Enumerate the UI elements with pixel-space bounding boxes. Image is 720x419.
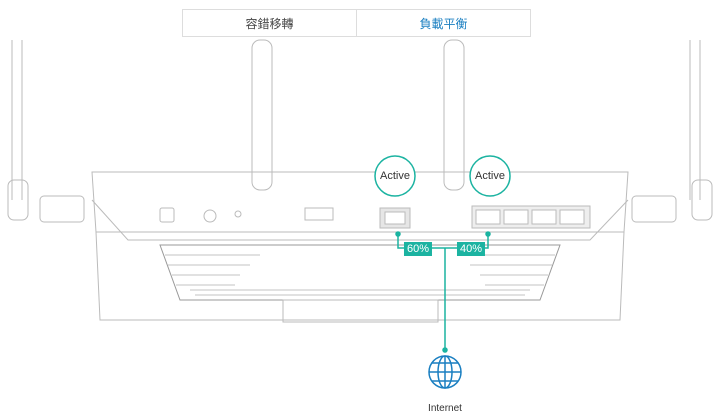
mode-tabs: 容錯移轉 負載平衡 bbox=[182, 9, 531, 37]
globe-icon bbox=[428, 355, 462, 389]
connection-lines bbox=[374, 155, 511, 353]
antennas bbox=[7, 39, 713, 223]
port-share-1: 60% bbox=[403, 242, 433, 256]
port-share-2: 40% bbox=[456, 242, 486, 256]
port-status-2: Active bbox=[475, 170, 505, 182]
vent-pattern bbox=[165, 254, 555, 296]
internet-label: Internet bbox=[428, 403, 462, 414]
tab-load-balance[interactable]: 負載平衡 bbox=[356, 10, 530, 36]
port-status-1: Active bbox=[380, 170, 410, 182]
tab-failover[interactable]: 容錯移轉 bbox=[245, 16, 294, 31]
